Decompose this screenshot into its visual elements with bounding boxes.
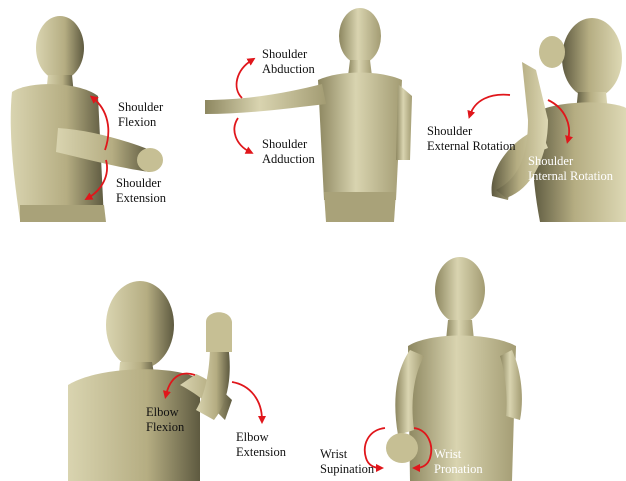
panel-shoulder-rotation (470, 18, 626, 222)
arrow-elbow-extension (232, 382, 262, 420)
figure-shoulder-abduction (205, 8, 412, 222)
panel-shoulder-abduction (205, 8, 412, 222)
figure-elbow (68, 281, 232, 481)
arrow-shoulder-abduction (237, 60, 252, 98)
figure-shoulder-rotation (492, 18, 626, 222)
arrow-shoulder-adduction (234, 118, 250, 152)
panel-elbow (68, 281, 262, 481)
arrow-shoulder-external-rotation (470, 95, 510, 115)
